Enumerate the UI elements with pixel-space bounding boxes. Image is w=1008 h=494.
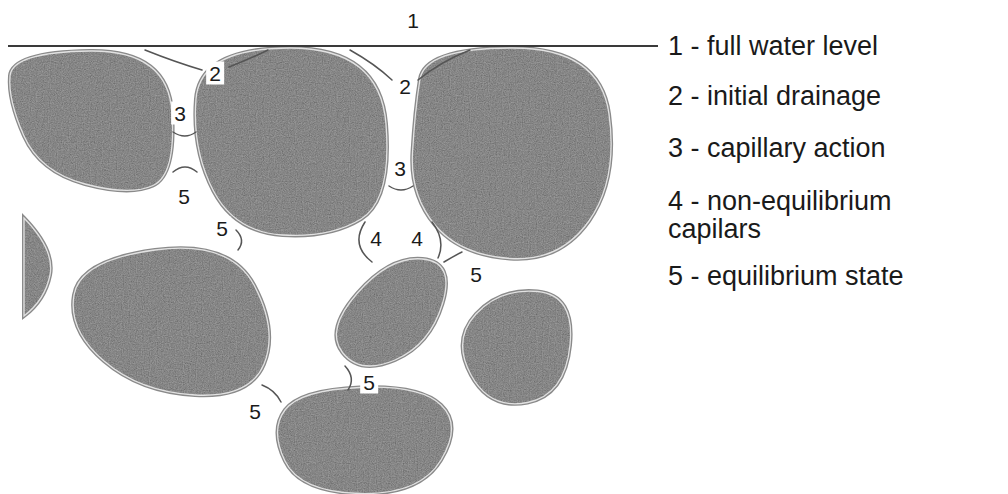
soil-grain [73,248,269,395]
soil-grain [336,259,446,366]
callout-number: 4 [408,227,426,250]
water-film [278,387,452,493]
drainage-meniscus [145,50,202,70]
soil-grain-edge [463,291,571,404]
soil-grain-edge [278,387,452,493]
water-film [412,48,611,259]
callout-number: 5 [175,185,193,208]
soil-grain [463,291,571,404]
water-film [336,259,446,366]
grain-edges [10,48,611,494]
soil-grain [278,387,452,493]
key-entry: 4 - non-equilibrium capilars [668,187,953,243]
equilibrium-meniscus [236,230,242,250]
key-entry: 3 - capillary action [668,134,886,162]
non-equilibrium-meniscus [432,222,441,258]
callout-number: 4 [367,227,385,250]
equilibrium-meniscus [173,167,197,172]
soil-grain-edge [195,48,387,235]
key-entry: 1 - full water level [668,32,878,60]
callout-number: 2 [206,62,224,85]
capillary-meniscus [173,132,196,136]
soil-grain-edge [412,48,611,259]
drainage-meniscus [418,50,470,80]
callout-number: 2 [396,75,414,98]
water-film [24,218,51,316]
water-film [195,48,387,235]
soil-grain [195,48,387,235]
callout-number: 5 [360,371,378,394]
callout-number: 5 [467,263,485,286]
soil-grain-edge [336,259,446,366]
soil-grain-edge [73,248,269,395]
water-film [73,248,269,395]
menisci [145,50,470,402]
equilibrium-meniscus [345,366,351,390]
callout-number: 3 [391,157,409,180]
soil-grain [24,218,51,316]
equilibrium-meniscus [444,252,462,262]
water-film [10,51,173,190]
drainage-meniscus [350,50,392,80]
soil-grain-edge [10,51,173,190]
callout-number: 3 [171,102,189,125]
equilibrium-meniscus [262,385,281,402]
key-entry: 2 - initial drainage [668,82,881,110]
soil-grain [412,48,611,259]
capillary-meniscus [389,186,413,190]
callout-number: 5 [213,217,231,240]
water-level-line [8,45,658,47]
drainage-meniscus [229,50,268,67]
callout-number: 5 [246,400,264,423]
soil-grains [10,48,611,494]
water-films [10,48,611,494]
soil-grain-edge [24,218,51,316]
callout-number: 1 [404,9,422,32]
key-entry: 5 - equilibrium state [668,262,904,290]
water-film [463,291,571,404]
soil-grain [10,51,173,190]
